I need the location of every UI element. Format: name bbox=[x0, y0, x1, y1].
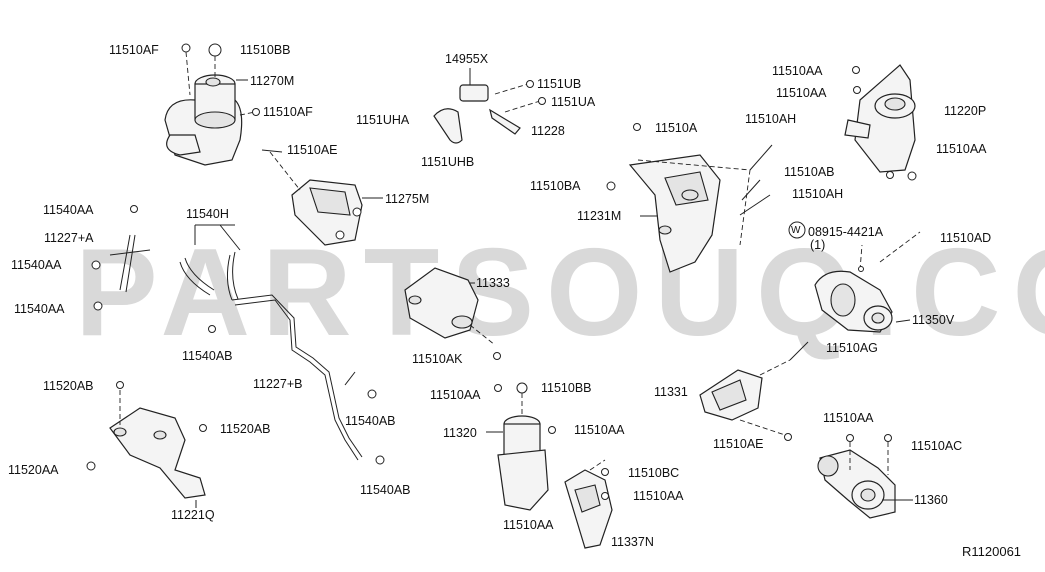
bracket-11333-drawing bbox=[404, 267, 501, 360]
label-11510aa-bottom: 11510AA bbox=[503, 518, 554, 532]
label-11275m: 11275M bbox=[385, 192, 430, 206]
label-11510ba: 11510BA bbox=[530, 179, 581, 193]
diagram-reference-code: R1120061 bbox=[962, 544, 1022, 559]
bracket-11221q-drawing bbox=[86, 381, 207, 499]
label-11510aa-11320-right: 11510AA bbox=[574, 423, 625, 437]
engine-mount-11360-drawing bbox=[817, 434, 896, 519]
label-11510bc: 11510BC bbox=[628, 466, 680, 480]
label-11228: 11228 bbox=[531, 124, 565, 138]
label-11510ah-upper: 11510AH bbox=[745, 112, 797, 126]
label-11220p: 11220P bbox=[944, 104, 987, 118]
label-11540ab-upper: 11540AB bbox=[182, 349, 233, 363]
label-11510aa-upper-right-2: 11510AA bbox=[776, 86, 827, 100]
label-11510bb-lower: 11510BB bbox=[541, 381, 592, 395]
label-11510ab: 11510AB bbox=[784, 165, 835, 179]
bracket-11331-drawing bbox=[699, 341, 809, 441]
label-1151uhb: 1151UHB bbox=[421, 155, 475, 169]
label-11510ag: 11510AG bbox=[826, 341, 878, 355]
label-1151ub: 1151UB bbox=[537, 77, 582, 91]
label-11510ac: 11510AC bbox=[911, 439, 963, 453]
label-11520ab-right: 11520AB bbox=[220, 422, 271, 436]
label-11510aa-11360: 11510AA bbox=[823, 411, 874, 425]
label-11510ae-upper: 11510AE bbox=[287, 143, 338, 157]
label-11510bb-top: 11510BB bbox=[240, 43, 291, 57]
washer-symbol: W bbox=[791, 225, 801, 236]
label-11510aa-11320-left: 11510AA bbox=[430, 388, 481, 402]
label-11510a: 11510A bbox=[655, 121, 698, 135]
label-11540ab-bottom: 11540AB bbox=[360, 483, 411, 497]
label-11540aa-mid: 11540AA bbox=[11, 258, 62, 272]
label-1151ua: 1151UA bbox=[551, 95, 596, 109]
label-11520ab-top: 11520AB bbox=[43, 379, 94, 393]
label-11227a: 11227+A bbox=[44, 231, 94, 245]
hose-assembly-11540h-drawing bbox=[91, 205, 241, 311]
label-11540aa-low: 11540AA bbox=[14, 302, 65, 316]
label-11331: 11331 bbox=[654, 385, 688, 399]
label-11320: 11320 bbox=[443, 426, 477, 440]
label-11510ad: 11510AD bbox=[940, 231, 992, 245]
engine-mount-11270m-drawing bbox=[164, 43, 260, 166]
label-11540aa-top: 11540AA bbox=[43, 203, 94, 217]
label-11333: 11333 bbox=[476, 276, 510, 290]
label-11520aa: 11520AA bbox=[8, 463, 59, 477]
bracket-11275m-drawing bbox=[261, 149, 363, 246]
label-11221q: 11221Q bbox=[171, 508, 215, 522]
leader-lines bbox=[195, 79, 913, 508]
label-11540ab-mid: 11540AB bbox=[345, 414, 396, 428]
label-11510ae-lower: 11510AE bbox=[713, 437, 764, 451]
label-11540h: 11540H bbox=[186, 207, 229, 221]
label-11510af-right: 11510AF bbox=[263, 105, 313, 119]
engine-mount-11320-drawing bbox=[494, 382, 590, 524]
label-11510aa-upper-right-3: 11510AA bbox=[936, 142, 987, 156]
label-11337n: 11337N bbox=[611, 535, 654, 549]
label-11360: 11360 bbox=[914, 493, 948, 507]
label-1151uha: 1151UHA bbox=[356, 113, 410, 127]
pipe-11227b-drawing bbox=[208, 294, 385, 465]
label-11510af-top: 11510AF bbox=[109, 43, 159, 57]
engine-mount-11220p-drawing bbox=[844, 64, 917, 181]
label-11270m: 11270M bbox=[250, 74, 295, 88]
label-08915-4421a: 08915-4421A bbox=[808, 225, 884, 239]
label-11510aa-11337n: 11510AA bbox=[633, 489, 684, 503]
bracket-11337n-drawing bbox=[564, 459, 613, 549]
label-11227b: 11227+B bbox=[253, 377, 303, 391]
label-14955x: 14955X bbox=[445, 52, 489, 66]
label-quantity-1: (1) bbox=[810, 238, 826, 252]
sensor-bracket-11228-drawing bbox=[433, 68, 546, 144]
bracket-11231m-drawing bbox=[606, 123, 773, 273]
engine-mount-11350v-drawing bbox=[788, 221, 921, 333]
label-11510ah-lower: 11510AH bbox=[792, 187, 844, 201]
label-11350v: 11350V bbox=[912, 313, 955, 327]
label-11231m: 11231M bbox=[577, 209, 622, 223]
label-11510aa-upper-right-1: 11510AA bbox=[772, 64, 823, 78]
label-11510ak: 11510AK bbox=[412, 352, 463, 366]
